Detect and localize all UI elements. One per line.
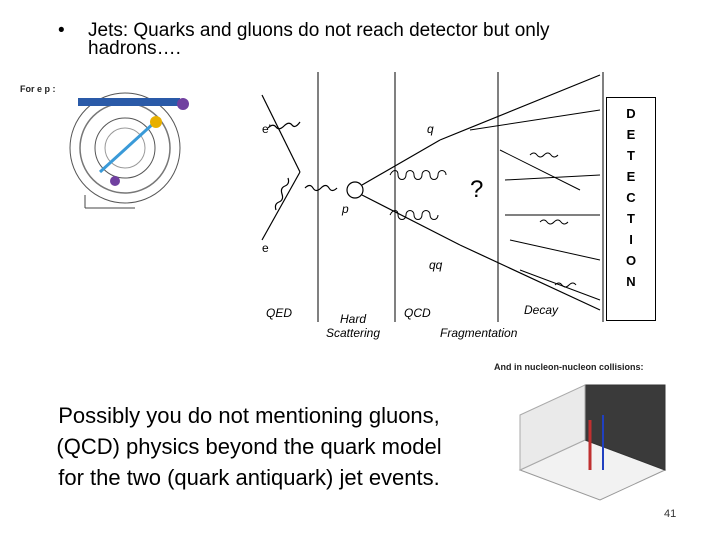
detection-letter: D (626, 106, 636, 121)
label-p: p (342, 202, 349, 216)
label-qq: qq (429, 258, 443, 272)
label-e-prime: e' (262, 122, 271, 136)
gluon-coils (389, 170, 447, 220)
detection-letter: O (625, 253, 637, 268)
ep-detector-inset (69, 92, 189, 209)
label-decay: Decay (524, 303, 559, 317)
photon-lines (267, 121, 338, 211)
label-q: q (427, 122, 434, 136)
label-question: ? (470, 176, 484, 203)
detection-letter: N (626, 274, 636, 289)
label-e: e (262, 241, 269, 255)
stage-dividers (317, 72, 604, 322)
bullet-symbol: • (58, 20, 65, 41)
detection-letter: T (627, 148, 635, 163)
slide-number: 41 (664, 508, 677, 520)
label-qed: QED (266, 306, 293, 320)
detection-letter: C (626, 190, 636, 205)
nn-inset-header: And in nucleon-nucleon collisions: (494, 362, 644, 372)
label-qcd: QCD (404, 306, 431, 320)
nn-collision-inset (518, 384, 667, 501)
detection-letter: T (627, 211, 635, 226)
bullet-text: Jets: Quarks and gluons do not reach det… (88, 20, 550, 59)
hadron-lines (469, 109, 601, 301)
quark-lines (361, 74, 601, 311)
bullet-text-line2: hadrons…. (88, 38, 181, 59)
label-fragmentation: Fragmentation (440, 326, 518, 340)
label-hard-line1: Hard (340, 312, 367, 326)
body-text: Possibly you do not mentioning gluons, (… (14, 400, 484, 493)
proton-vertex (346, 181, 364, 199)
detection-letter: E (626, 169, 636, 184)
body-line3: for the two (quark antiquark) jet events… (58, 465, 440, 490)
body-line2: (QCD) physics beyond the quark model (56, 434, 442, 459)
ep-inset-header: For e p : (20, 84, 56, 94)
detection-letter: I (629, 232, 633, 247)
body-line1: Possibly you do not mentioning gluons, (58, 403, 440, 428)
label-hard-line2: Scattering (326, 326, 381, 340)
bullet-text-line1: Jets: Quarks and gluons do not reach det… (88, 20, 550, 41)
detection-letter: E (626, 127, 636, 142)
electron-lines (261, 94, 301, 241)
detector-box: D E T E C T I O N (606, 97, 656, 321)
label-hard-scattering: Hard Scattering (326, 312, 380, 340)
